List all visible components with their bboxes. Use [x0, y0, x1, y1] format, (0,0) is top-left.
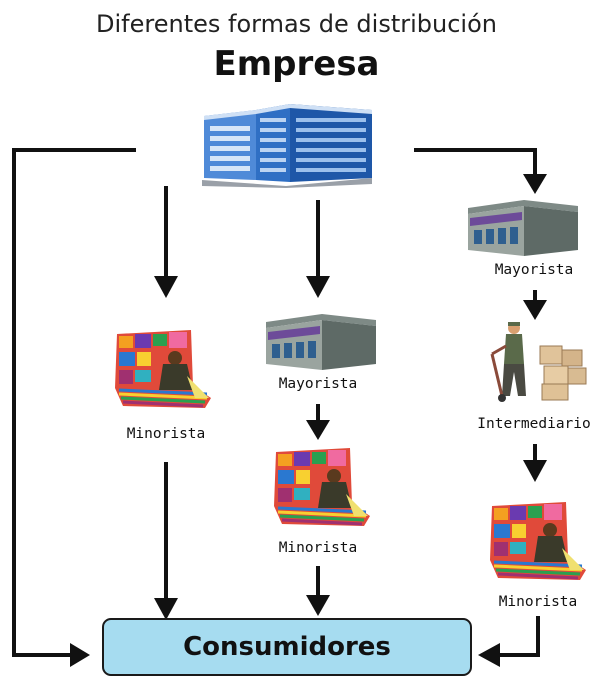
market-vendor-icon	[115, 330, 211, 408]
retailer-label: Minorista	[278, 540, 358, 556]
market-vendor-icon	[274, 448, 370, 526]
market-vendor-icon	[490, 502, 586, 580]
company-to-wholesaler2-arrow	[414, 148, 537, 174]
retailer3-to-consumer-arrow	[500, 616, 540, 657]
office-building-icon	[202, 104, 372, 188]
delivery-worker-icon	[490, 322, 587, 402]
diagram-subtitle: Diferentes formas de distribución	[96, 10, 497, 38]
warehouse-store-icon	[266, 314, 376, 370]
retailer-label: Minorista	[126, 426, 206, 442]
retailer-label: Minorista	[498, 594, 578, 610]
wholesaler-label: Mayorista	[278, 376, 358, 392]
diagram-title: Empresa	[213, 44, 380, 84]
consumers-box: Consumidores	[102, 618, 472, 676]
consumers-label: Consumidores	[183, 632, 391, 662]
intermediary-label: Intermediario	[477, 416, 591, 432]
warehouse-store-icon	[468, 200, 578, 256]
direct-channel-arrow	[12, 148, 136, 657]
wholesaler-label: Mayorista	[494, 262, 574, 278]
